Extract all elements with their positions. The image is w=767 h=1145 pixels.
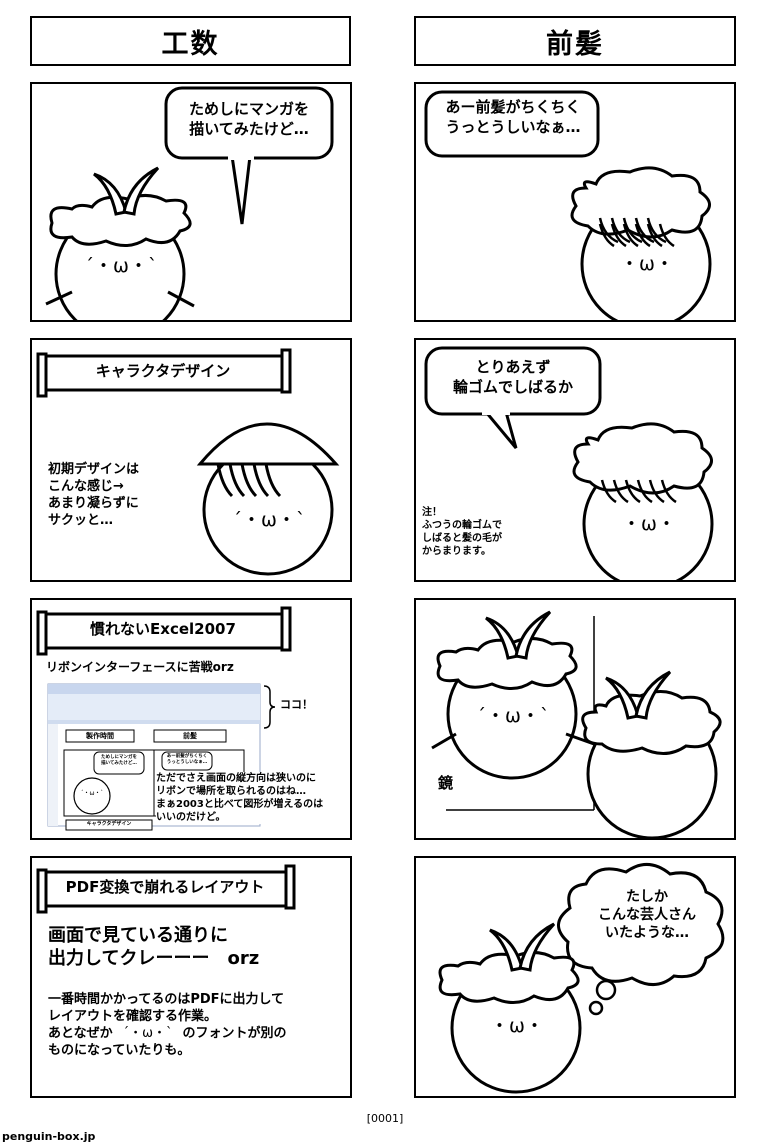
- mirror-label: 鏡: [438, 774, 454, 792]
- speech-bubble: [164, 86, 334, 225]
- body-text-post: のフォントが別の ものになっていたりも。: [48, 1025, 287, 1058]
- character-design: [196, 422, 340, 576]
- panel-left-2-art: [36, 348, 340, 576]
- character: [438, 922, 582, 1094]
- panel-right-1: あー前髪がちくちく うっとうしいなぁ… ・ω・: [414, 82, 736, 322]
- panel-left-4-art: [36, 864, 296, 914]
- scroll-title: PDF変換で崩れるレイアウト: [65, 878, 265, 896]
- panel-right-3-art: [431, 610, 722, 838]
- thumb-scroll: キャラクタデザイン: [86, 821, 132, 827]
- column-header-left: 工数: [30, 16, 351, 66]
- subtitle: リボンインターフェースに苦戦orz: [46, 660, 234, 674]
- body-text: ただでさえ画面の縦方向は狭いのに リボンで場所を取られるのはね… まぁ2003と…: [156, 772, 350, 824]
- thumb-col1: 製作時間: [86, 732, 114, 740]
- body-text-pre: 一番時間かかってるのはPDFに出力して レイアウトを確認する作業。 あとなぜか: [48, 992, 285, 1041]
- panel-left-2: キャラクタデザイン 初期デザインは こんな感じ→ あまり凝らずに サクッと… ´…: [30, 338, 352, 582]
- scroll-title: 慣れないExcel2007: [90, 620, 236, 638]
- panel-left-1: ためしにマンガを 描いてみたけど… ´・ω・`: [30, 82, 352, 322]
- bubble-text: ためしにマンガを 描いてみたけど…: [188, 100, 309, 138]
- thumb-col2: 前髪: [183, 732, 197, 740]
- scroll-banner: [36, 606, 292, 656]
- panel-right-3: 鏡 ´・ω・`: [414, 598, 736, 840]
- face-expression: ・ω・: [622, 513, 676, 535]
- panel-left-4: PDF変換で崩れるレイアウト 画面で見ている通りに 出力してクレーーー orz …: [30, 856, 352, 1098]
- panel-right-4-art: [438, 863, 725, 1094]
- panel-left-1-art: [45, 86, 334, 320]
- character: [572, 422, 714, 580]
- site-credit: penguin-box.jp: [2, 1130, 96, 1143]
- page-number: [0001]: [366, 1112, 404, 1125]
- note-text: 注！ ふつうの輪ゴムで しばると髪の毛が からまります。: [422, 507, 502, 557]
- body-text: 一番時間かかってるのはPDFに出力して レイアウトを確認する作業。 あとなぜか´…: [48, 992, 348, 1060]
- face-expression: ´・ω・`: [232, 509, 306, 531]
- speech-bubble: [424, 346, 602, 449]
- face-expression: ・ω・: [490, 1015, 544, 1037]
- speech-bubble: [424, 90, 600, 158]
- face-expression: ・ω・: [620, 253, 674, 275]
- column-header-right: 前髪: [414, 16, 736, 66]
- mirror-reflection: [581, 670, 722, 838]
- scroll-banner: [36, 864, 296, 914]
- bracket-marker: [263, 685, 276, 729]
- panel-right-1-art: [424, 90, 712, 320]
- thumb-bubble2: あー前髪がちくちく うっとうしいなぁ…: [166, 754, 208, 765]
- bubble-text: とりあえず 輪ゴムでしばるか: [452, 358, 573, 396]
- panel-right-2: とりあえず 輪ゴムでしばるか 注！ ふつうの輪ゴムで しばると髪の毛が からまり…: [414, 338, 736, 582]
- character: [570, 166, 712, 320]
- face-expression: ´・ω・`: [84, 255, 158, 277]
- cloud-text: たしか こんな芸人さん いたような…: [598, 889, 696, 942]
- headline: 画面で見ている通りに 出力してクレーーー orz: [48, 925, 260, 970]
- thought-cloud: [557, 863, 725, 1016]
- scroll-banner: [36, 348, 292, 398]
- panel-right-2-art: [424, 346, 714, 580]
- face-expression: ´・ω・`: [476, 705, 550, 727]
- body-text: 初期デザインは こんな感じ→ あまり凝らずに サクッと…: [48, 462, 140, 528]
- bubble-text: あー前髪がちくちく うっとうしいなぁ…: [445, 98, 581, 136]
- scroll-title: キャラクタデザイン: [95, 362, 231, 380]
- character: [45, 166, 195, 320]
- body-face: ´・ω・`: [122, 1025, 173, 1041]
- character: [431, 610, 595, 780]
- thumb-bubble1: ためしにマンガを 描いてみたけど…: [101, 755, 137, 766]
- arrow-label: ココ！: [280, 698, 313, 711]
- thumb-face: ´・ω・`: [80, 790, 104, 797]
- panel-left-3: 慣れないExcel2007 リボンインターフェースに苦戦orz ココ！ 製作時間…: [30, 598, 352, 840]
- panel-right-4: たしか こんな芸人さん いたような… ・ω・: [414, 856, 736, 1098]
